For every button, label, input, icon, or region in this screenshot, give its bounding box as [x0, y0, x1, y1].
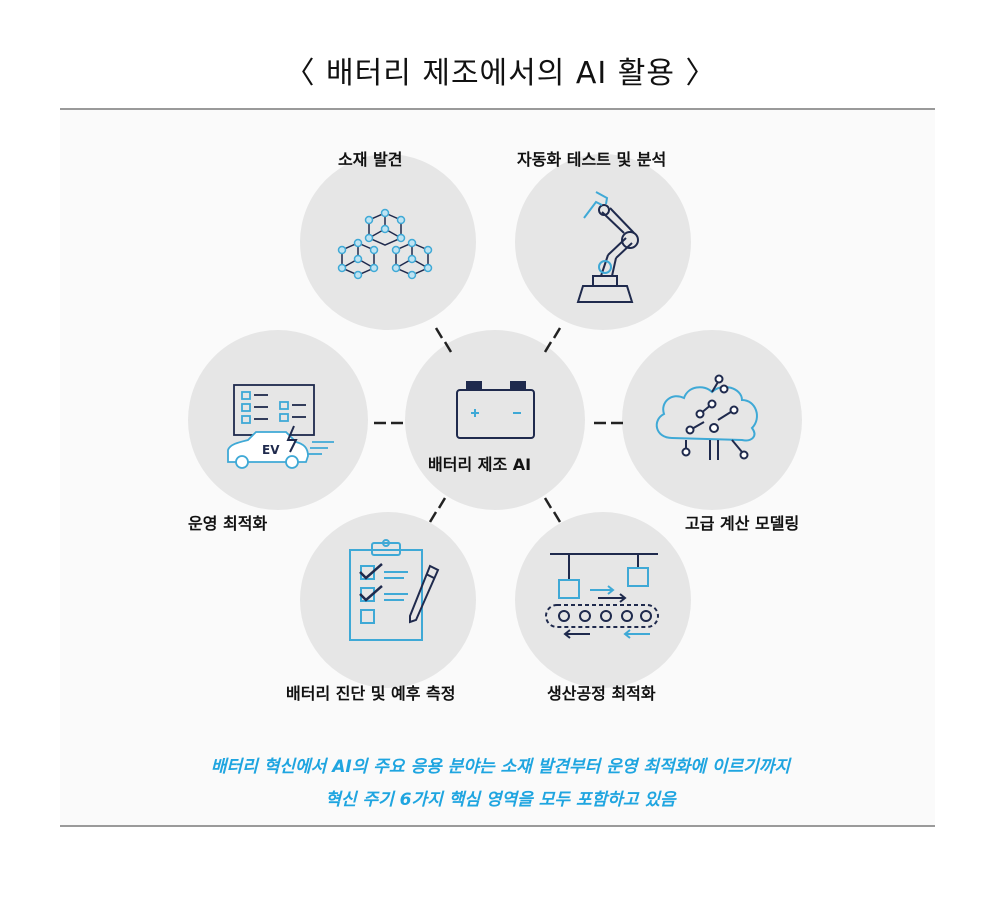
node-circle-material [300, 154, 476, 330]
caption-line-1: 배터리 혁신에서 AI의 주요 응용 분야는 소재 발견부터 운영 최적화에 이… [210, 757, 791, 777]
center-label: 배터리 제조 AI [428, 455, 532, 474]
connector-process-a [543, 497, 553, 509]
node-label-material: 소재 발견 [338, 150, 403, 169]
connectors [374, 327, 623, 523]
conveyor-icon [545, 553, 659, 639]
connector-testing-b [543, 341, 553, 353]
caption-line-2: 혁신 주기 6가지 핵심 영역을 모두 포함하고 있음 [325, 790, 676, 810]
connector-diagnosis-a [437, 497, 447, 509]
connector-diagnosis-b [428, 511, 438, 523]
top-divider [60, 108, 935, 110]
node-circle-operation [188, 330, 368, 510]
node-label-process: 생산공정 최적화 [547, 684, 656, 703]
battery-icon [456, 381, 535, 439]
bottom-divider [60, 825, 935, 827]
node-label-testing: 자동화 테스트 및 분석 [517, 150, 667, 169]
connector-material-a [434, 327, 444, 339]
connector-material-b [443, 341, 453, 353]
center-circle [405, 330, 585, 510]
node-circle-modeling [622, 330, 802, 510]
robot-arm-icon [576, 191, 639, 303]
ev-dashboard-icon [227, 384, 334, 469]
node-label-diagnosis: 배터리 진단 및 예후 측정 [286, 684, 456, 703]
connector-testing-a [552, 327, 562, 339]
cloud-circuit-icon [655, 374, 758, 460]
node-circle-process [515, 512, 691, 688]
page-title: 〈 배터리 제조에서의 AI 활용 〉 [284, 56, 717, 91]
ev-badge-text: EV [262, 443, 280, 457]
node-label-modeling: 고급 계산 모델링 [685, 514, 800, 533]
connector-process-b [552, 511, 562, 523]
molecule-icon [337, 208, 433, 280]
node-label-operation: 운영 최적화 [188, 514, 268, 533]
node-circle-testing [515, 154, 691, 330]
clipboard-checklist-icon [349, 539, 440, 641]
